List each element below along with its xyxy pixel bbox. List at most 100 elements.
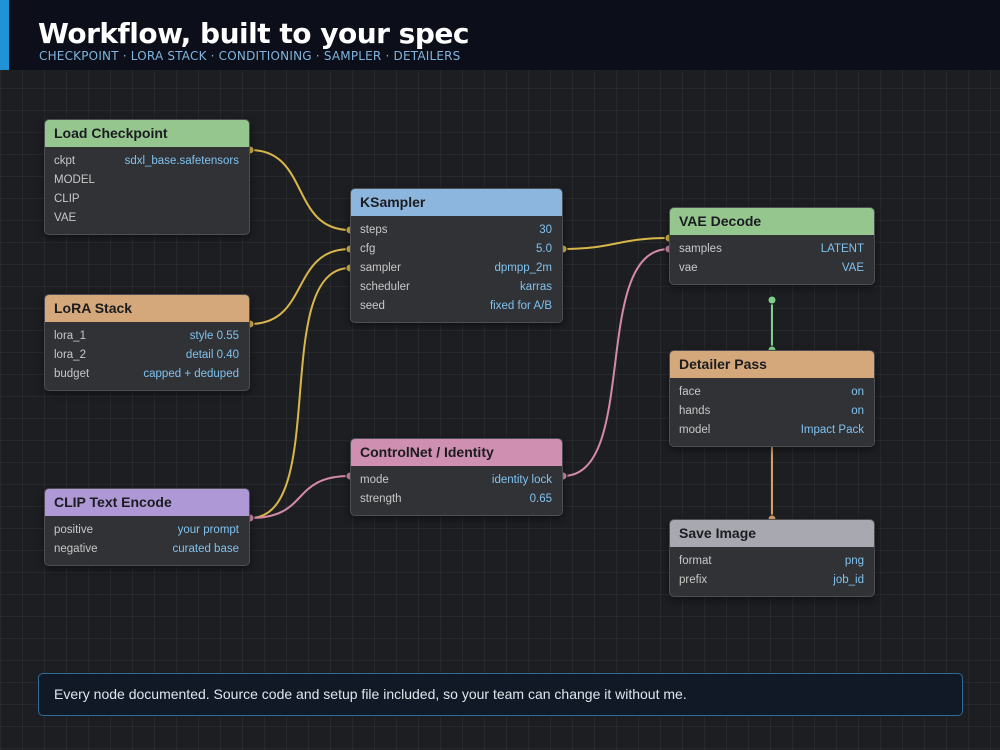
node-fields: lora_1 style 0.55 lora_2 detail 0.40 budget c… [45, 322, 249, 384]
field-label: strength [360, 493, 402, 505]
node-title[interactable]: Load Checkpoint [45, 120, 249, 147]
node-fields: positive your prompt negative curated base [45, 516, 249, 559]
field-label: scheduler [360, 281, 410, 293]
node-field-row[interactable]: scheduler karras [351, 278, 562, 297]
node-field-row[interactable]: format png [670, 552, 874, 571]
field-label: prefix [679, 574, 708, 586]
field-label: CLIP [54, 193, 80, 205]
field-label: samples [679, 243, 722, 255]
field-value[interactable]: 30 [539, 224, 552, 236]
field-value[interactable]: identity lock [491, 474, 552, 486]
node-controlnet-identity[interactable]: ControlNet / Identity mode identity lock st… [350, 438, 563, 516]
node-field-row[interactable]: lora_1 style 0.55 [45, 327, 249, 346]
node-field-row[interactable]: sampler dpmpp_2m [351, 259, 562, 278]
node-save-image[interactable]: Save Image format png prefix job_id [669, 519, 875, 597]
field-value[interactable]: Impact Pack [800, 424, 864, 436]
node-field-row[interactable]: model Impact Pack [670, 421, 874, 440]
node-field-row[interactable]: negative curated base [45, 540, 249, 559]
field-label: lora_1 [54, 330, 86, 342]
field-label: positive [54, 524, 93, 536]
field-value[interactable]: png [844, 555, 864, 567]
field-label: MODEL [54, 174, 95, 186]
page-title: Workflow, built to your spec [38, 17, 469, 50]
node-field-row[interactable]: positive your prompt [45, 521, 249, 540]
wire-lora-to-ksampler[interactable] [249, 248, 351, 325]
node-field-row[interactable]: CLIP [45, 190, 249, 209]
field-label: sampler [360, 262, 401, 274]
node-field-row[interactable]: vae VAE [670, 259, 874, 278]
field-label: format [679, 555, 712, 567]
node-load-checkpoint[interactable]: Load Checkpoint ckpt sdxl_base.safetensors… [44, 119, 250, 235]
field-value[interactable]: 5.0 [536, 243, 552, 255]
wire-controlnet-to-vae[interactable] [562, 248, 670, 477]
node-field-row[interactable]: samples LATENT [670, 240, 874, 259]
node-lora-stack[interactable]: LoRA Stack lora_1 style 0.55 lora_2 detail 0… [44, 294, 250, 391]
node-title[interactable]: VAE Decode [670, 208, 874, 235]
field-value[interactable]: curated base [172, 543, 240, 555]
field-label: mode [360, 474, 389, 486]
field-label: cfg [360, 243, 376, 255]
field-value[interactable]: your prompt [177, 524, 239, 536]
field-label: VAE [54, 212, 77, 224]
node-vae-decode[interactable]: VAE Decode samples LATENT vae VAE [669, 207, 875, 285]
node-fields: samples LATENT vae VAE [670, 235, 874, 278]
node-title[interactable]: ControlNet / Identity [351, 439, 562, 466]
field-value[interactable]: sdxl_base.safetensors [124, 155, 239, 167]
field-label: lora_2 [54, 349, 86, 361]
field-value[interactable]: fixed for A/B [489, 300, 552, 312]
node-title[interactable]: KSampler [351, 189, 562, 216]
wire-checkpoint-to-ksampler[interactable] [249, 149, 351, 231]
node-title[interactable]: LoRA Stack [45, 295, 249, 322]
node-title[interactable]: CLIP Text Encode [45, 489, 249, 516]
node-field-row[interactable]: lora_2 detail 0.40 [45, 346, 249, 365]
node-field-row[interactable]: strength 0.65 [351, 490, 562, 509]
wire-clip-to-ksampler[interactable] [249, 267, 351, 519]
node-clip-text-encode[interactable]: CLIP Text Encode positive your prompt negat… [44, 488, 250, 566]
field-value[interactable]: job_id [833, 574, 864, 586]
node-field-row[interactable]: steps 30 [351, 221, 562, 240]
field-value[interactable]: dpmpp_2m [494, 262, 552, 274]
node-title[interactable]: Detailer Pass [670, 351, 874, 378]
page-subtitle: CHECKPOINT · LORA STACK · CONDITIONING ·… [39, 49, 461, 63]
header-accent-bar [0, 0, 9, 70]
field-value[interactable]: on [851, 386, 864, 398]
node-field-row[interactable]: VAE [45, 209, 249, 228]
header-bar: Workflow, built to your spec CHECKPOINT … [0, 0, 1000, 70]
field-value[interactable]: detail 0.40 [185, 349, 239, 361]
node-fields: steps 30 cfg 5.0 sampler dpmpp_2m scheduler kar… [351, 216, 562, 316]
field-label: vae [679, 262, 698, 274]
field-value[interactable]: on [851, 405, 864, 417]
node-field-row[interactable]: face on [670, 383, 874, 402]
node-field-row[interactable]: ckpt sdxl_base.safetensors [45, 152, 249, 171]
field-value[interactable]: capped + deduped [143, 368, 239, 380]
wire-ksampler-to-vae[interactable] [562, 237, 670, 250]
node-field-row[interactable]: mode identity lock [351, 471, 562, 490]
node-field-row[interactable]: budget capped + deduped [45, 365, 249, 384]
port-vae-out[interactable] [767, 295, 777, 305]
node-field-row[interactable]: seed fixed for A/B [351, 297, 562, 316]
field-label: negative [54, 543, 98, 555]
field-value[interactable]: style 0.55 [189, 330, 239, 342]
field-value[interactable]: LATENT [820, 243, 864, 255]
node-field-row[interactable]: prefix job_id [670, 571, 874, 590]
field-label: steps [360, 224, 388, 236]
field-label: model [679, 424, 711, 436]
node-field-row[interactable]: MODEL [45, 171, 249, 190]
field-value[interactable]: 0.65 [529, 493, 552, 505]
field-value[interactable]: VAE [841, 262, 864, 274]
wire-clip-to-controlnet[interactable] [249, 475, 351, 519]
footer-note: Every node documented. Source code and s… [38, 673, 963, 716]
node-field-row[interactable]: cfg 5.0 [351, 240, 562, 259]
node-title[interactable]: Save Image [670, 520, 874, 547]
field-label: ckpt [54, 155, 76, 167]
field-value[interactable]: karras [520, 281, 552, 293]
field-label: face [679, 386, 701, 398]
node-fields: format png prefix job_id [670, 547, 874, 590]
field-label: budget [54, 368, 90, 380]
field-label: seed [360, 300, 385, 312]
